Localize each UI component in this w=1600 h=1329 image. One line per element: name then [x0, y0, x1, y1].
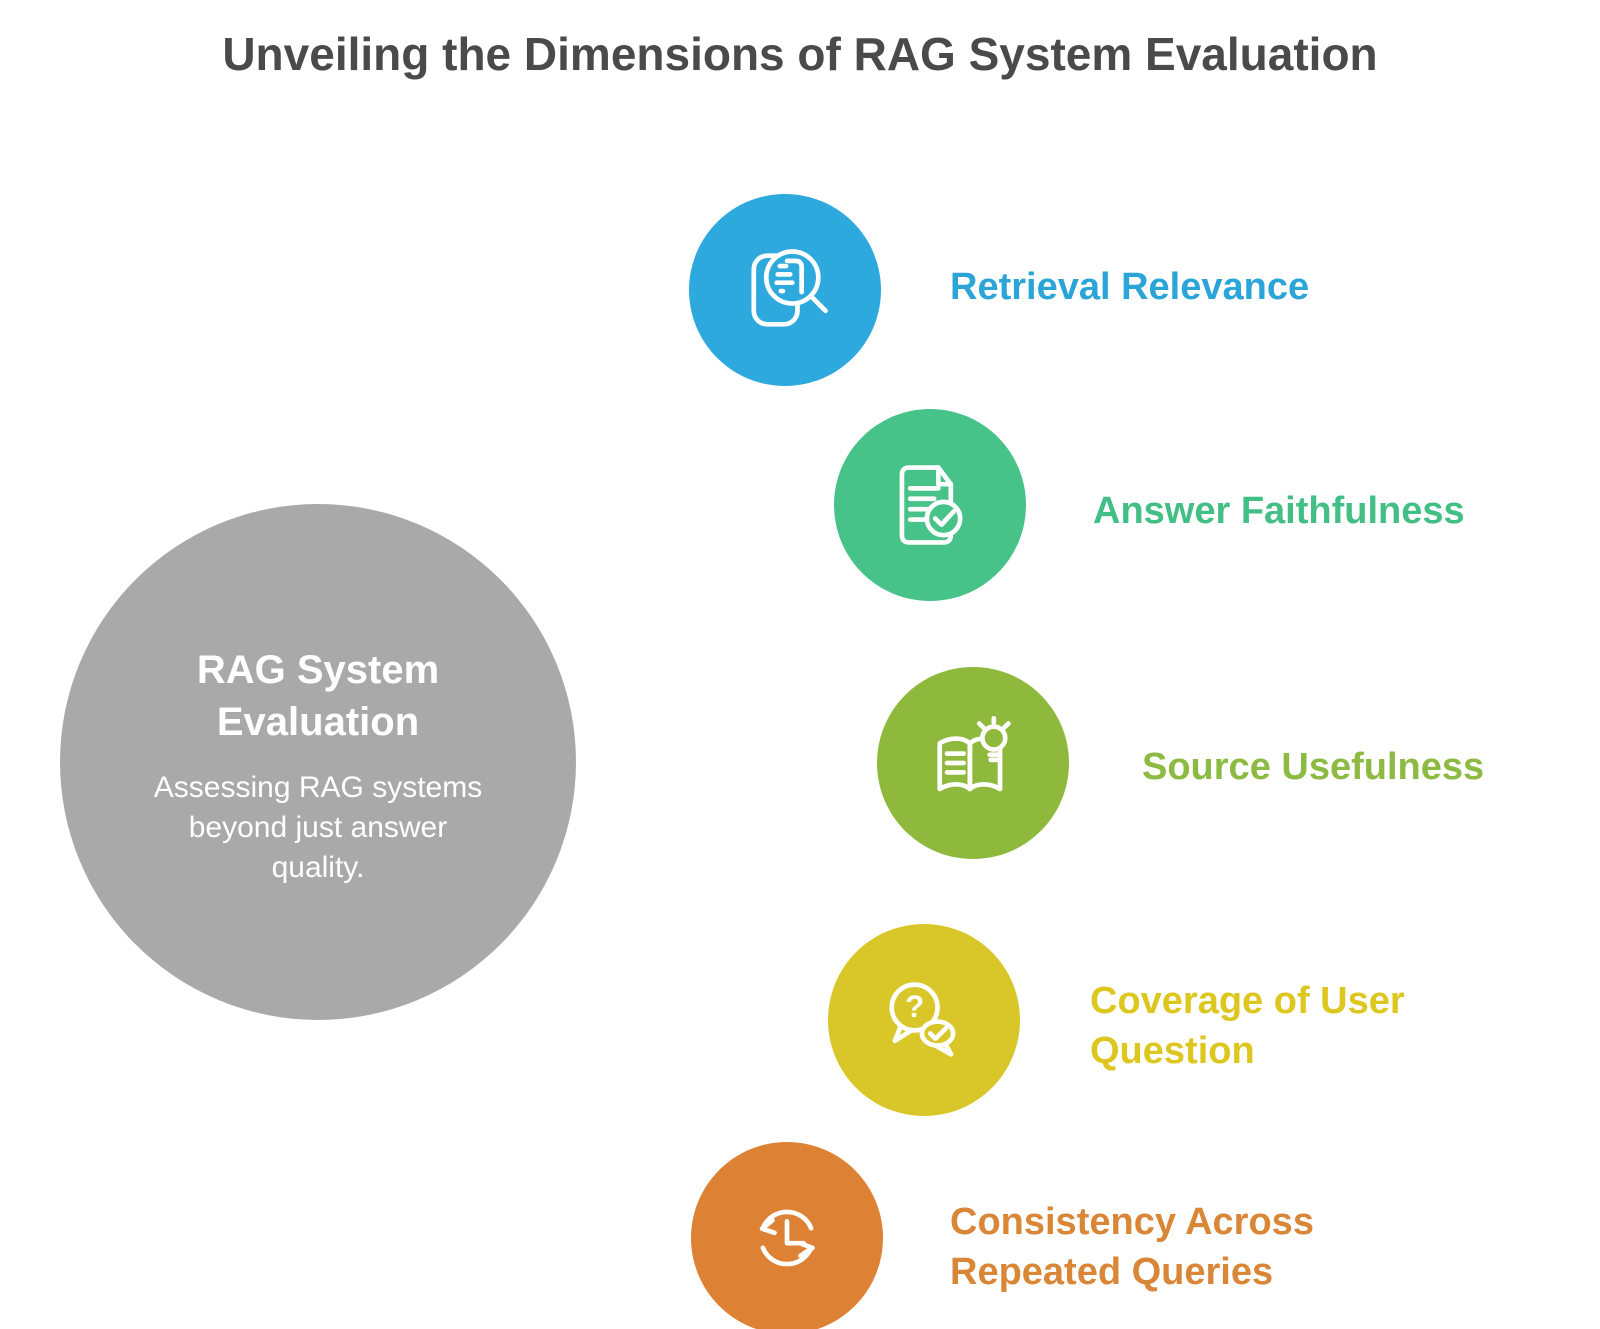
- document-check-icon: [899, 465, 963, 545]
- refresh-clock-icon: [759, 1209, 815, 1267]
- source-usefulness-label: Source Usefulness: [1142, 746, 1485, 788]
- page-title: Unveiling the Dimensions of RAG System E…: [222, 28, 1378, 80]
- coverage-circle: ?: [828, 924, 1020, 1116]
- hub-circle: RAG System Evaluation Assessing RAG syst…: [60, 504, 576, 1020]
- answer-faithfulness-circle: [834, 409, 1026, 601]
- hub-content: RAG System Evaluation Assessing RAG syst…: [60, 644, 576, 888]
- consistency-label: Consistency Across Repeated Queries: [950, 1201, 1314, 1293]
- document-search-icon: [751, 249, 828, 327]
- retrieval-relevance-label: Retrieval Relevance: [950, 266, 1310, 308]
- hub-description: Assessing RAG systems beyond just answer…: [153, 771, 483, 884]
- hub-heading: RAG System Evaluation: [196, 648, 440, 744]
- coverage-label: Coverage of User Question: [1090, 980, 1405, 1072]
- question-chat-check-icon: ?: [889, 982, 956, 1057]
- source-usefulness-circle: [877, 667, 1069, 859]
- consistency-circle: [691, 1142, 883, 1329]
- retrieval-relevance-circle: [689, 194, 881, 386]
- answer-faithfulness-label: Answer Faithfulness: [1093, 490, 1465, 532]
- svg-text:?: ?: [905, 989, 924, 1024]
- book-lightbulb-icon: [937, 715, 1011, 792]
